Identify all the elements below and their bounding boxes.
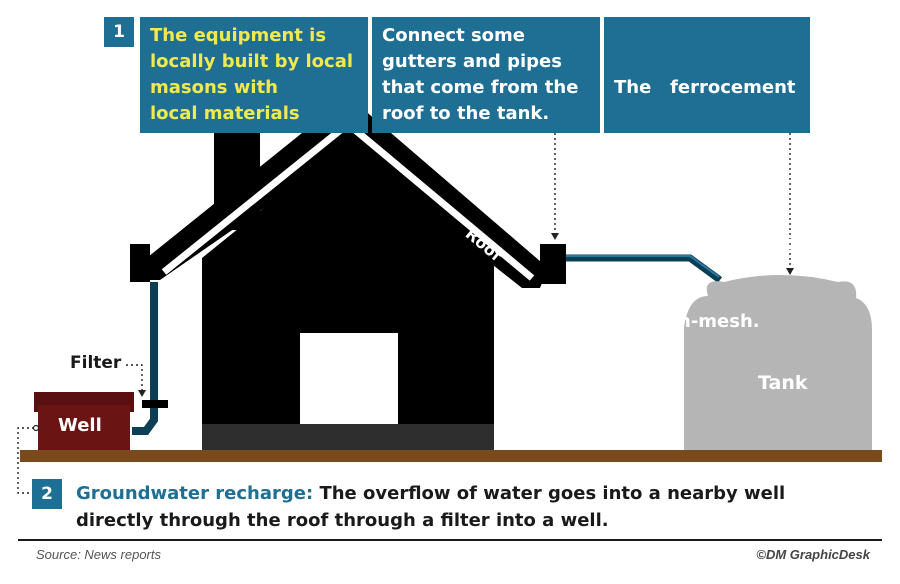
callout-line: roof to the tank. bbox=[382, 103, 550, 124]
callout-line: using a frame and bbox=[614, 233, 799, 254]
callout-line: chicken-mesh. bbox=[614, 311, 760, 332]
callout-line: masons with bbox=[150, 77, 278, 98]
step-1-badge: 1 bbox=[104, 17, 134, 47]
house-door bbox=[300, 333, 398, 424]
footer-divider bbox=[18, 539, 882, 541]
recharge-text-2: directly through the roof through a filt… bbox=[76, 510, 609, 531]
pipe-to-tank-highlight bbox=[566, 255, 720, 278]
callout-line: local materials bbox=[150, 103, 300, 124]
source-note: Source: News reports bbox=[36, 547, 161, 562]
credit-note: ©DM GraphicDesk bbox=[756, 547, 870, 562]
filter-clamp bbox=[142, 400, 168, 408]
ground bbox=[20, 450, 882, 462]
well-label: Well bbox=[58, 415, 102, 436]
callout-line: The ferrocement bbox=[614, 77, 796, 98]
callout-line: gutters and pipes bbox=[382, 51, 562, 72]
recharge-line-1: Groundwater recharge: The overflow of wa… bbox=[76, 480, 785, 507]
leader-filter-arrow bbox=[138, 390, 146, 397]
leader-recharge-dot bbox=[32, 424, 40, 432]
callout-gutters-pipes: Connect some gutters and pipes that come… bbox=[372, 17, 600, 133]
step-2-badge: 2 bbox=[32, 479, 62, 509]
callout-local-materials: The equipment is locally built by local … bbox=[140, 17, 368, 133]
recharge-heading: Groundwater recharge: bbox=[76, 483, 314, 504]
left-gutter bbox=[130, 244, 150, 282]
roof bbox=[138, 96, 548, 288]
house-base bbox=[202, 424, 494, 450]
well-body bbox=[38, 405, 130, 450]
leader-tank-arrow bbox=[786, 268, 794, 275]
groundwater-recharge-text: Groundwater recharge: The overflow of wa… bbox=[76, 480, 785, 534]
callout-ferrocement-tanks: The ferrocement tanks are built using a … bbox=[604, 17, 810, 332]
callout-line: Connect some bbox=[382, 25, 525, 46]
house-body bbox=[202, 140, 494, 450]
callout-line: The equipment is bbox=[150, 25, 327, 46]
leader-gutter-arrow bbox=[551, 233, 559, 240]
filter-label: Filter bbox=[70, 353, 122, 373]
callout-line: that come from the bbox=[382, 77, 579, 98]
right-gutter bbox=[540, 244, 566, 284]
leader-filter bbox=[126, 364, 143, 392]
water-tank bbox=[684, 275, 872, 450]
callout-line: tanks are built bbox=[614, 155, 788, 176]
recharge-text-1: The overflow of water goes into a nearby… bbox=[319, 483, 786, 504]
downpipe-to-well bbox=[132, 282, 158, 435]
callout-line: locally built by local bbox=[150, 51, 354, 72]
tank-label: Tank bbox=[758, 372, 808, 394]
pipe-to-tank bbox=[566, 254, 723, 283]
